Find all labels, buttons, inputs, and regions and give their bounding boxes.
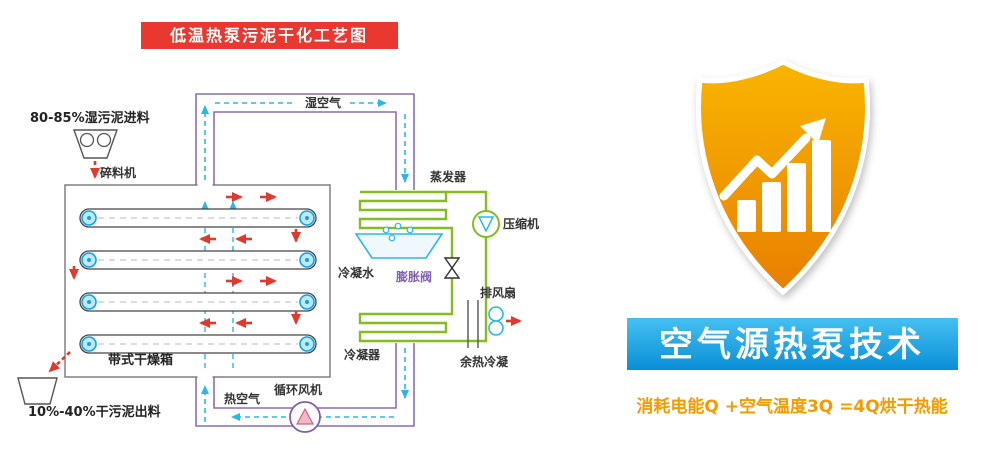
material-flow-arrows [48,161,301,373]
growth-chart-icon [737,140,831,232]
dry-sludge-container [17,377,58,405]
duct-joint-patch [197,181,213,189]
tech-banner: 空气源热泵技术 [627,318,958,370]
conveyor-belt [79,208,317,228]
label-belt-dryer: 带式干燥箱 [108,352,173,368]
title-background [141,22,398,49]
refrigerant-circuit [358,190,488,343]
expansion-valve-icon [443,257,461,279]
evap-to-valve-pipe [446,226,454,258]
bubble-icon [406,226,414,234]
condenser-to-compressor-pipe [446,237,488,343]
conveyor-belts [79,208,317,354]
label-dry-output: 10%-40%干污泥出料 [28,404,161,420]
label-compressor: 压缩机 [503,216,539,231]
circulation-fan-icon [289,401,321,433]
shield-logo [696,59,870,296]
condensate-tray [354,222,444,259]
fan-blade-icon [488,306,504,322]
feed-hopper [73,129,118,159]
conveyor-belt [79,292,317,312]
label-wet-air: 湿空气 [305,95,341,110]
label-condenser: 冷凝器 [344,347,381,362]
label-circulation-fan: 循环风机 [274,382,322,397]
tech-title: 空气源热泵技术 [659,325,925,365]
label-backing [296,95,350,110]
label-condensate-water: 冷凝水 [338,265,375,280]
label-wet-feed: 80-85%湿污泥进料 [30,110,150,126]
fan-blade-icon [488,320,504,336]
label-expansion-valve: 膨胀阀 [395,269,432,284]
evap-to-compressor-pipe [446,190,488,211]
exhaust-fan-assembly [467,300,522,348]
conveyor-belt [79,250,317,270]
banner-background [627,318,958,370]
evaporator-coil [358,190,448,230]
discharge-arrow-icon [48,351,71,373]
duct-joint-patch [197,373,213,381]
trend-arrow-icon [719,118,826,201]
page-title: 低温热泵污泥干化工艺图 [169,26,368,45]
energy-formula: 消耗电能Q +空气温度3Q =4Q烘干热能 [636,396,947,417]
label-waste-heat: 余热冷凝 [459,354,509,369]
valve-to-condenser-pipe [446,278,454,316]
shield-shape [696,59,870,296]
label-evaporator: 蒸发器 [430,169,467,184]
label-exhaust-fan: 排风扇 [480,285,516,300]
condenser-coil [358,312,448,343]
bubble-icon [394,222,402,230]
label-hot-air: 热空气 [224,391,260,406]
bubble-icon [388,234,396,242]
compressor-icon [472,210,500,238]
wet-air-duct-outer [195,93,415,190]
conveyor-belt [79,334,317,354]
hopper-roller-icon [96,132,112,148]
bubble-icon [382,226,390,234]
wet-air-duct-inner [213,111,397,190]
diagram-title-badge: 低温热泵污泥干化工艺图 [141,22,398,49]
label-crusher: 碎料机 [100,165,136,180]
hopper-roller-icon [79,132,95,148]
